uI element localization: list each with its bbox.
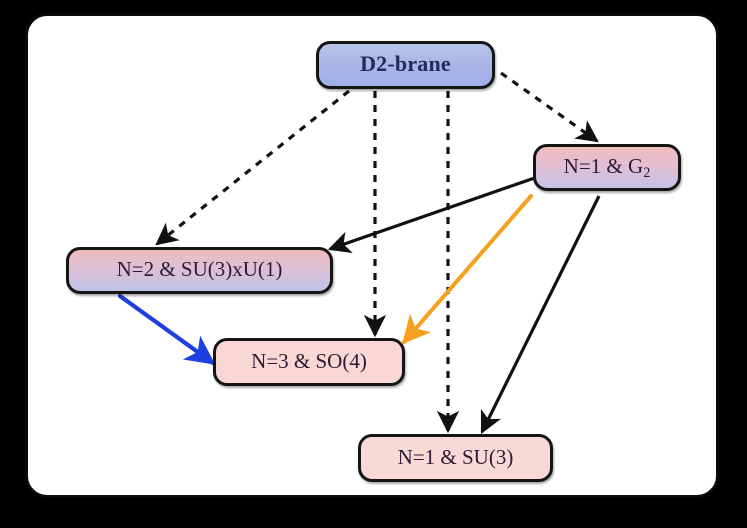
node-d2-brane-label: D2-brane (360, 51, 451, 76)
node-n3-so4[interactable]: N=3 & SO(4) (213, 338, 405, 386)
node-n2-su3-u1-label: N=2 & SU(3)xU(1) (116, 257, 283, 281)
node-d2-brane[interactable]: D2-brane (316, 41, 495, 89)
node-n1-su3[interactable]: N=1 & SU(3) (358, 434, 553, 482)
node-n3-so4-label: N=3 & SO(4) (251, 348, 367, 373)
node-n1-g2[interactable]: N=1 & G2 (533, 144, 681, 191)
node-n1-g2-label-main: N=1 & G (563, 154, 644, 178)
node-n1-su3-label: N=1 & SU(3) (397, 444, 514, 469)
node-n2-su3-u1[interactable]: N=2 & SU(3)xU(1) (66, 247, 333, 294)
node-n1-g2-label: N=1 & G2 (563, 154, 651, 181)
node-n1-g2-label-subscript: 2 (643, 164, 651, 181)
